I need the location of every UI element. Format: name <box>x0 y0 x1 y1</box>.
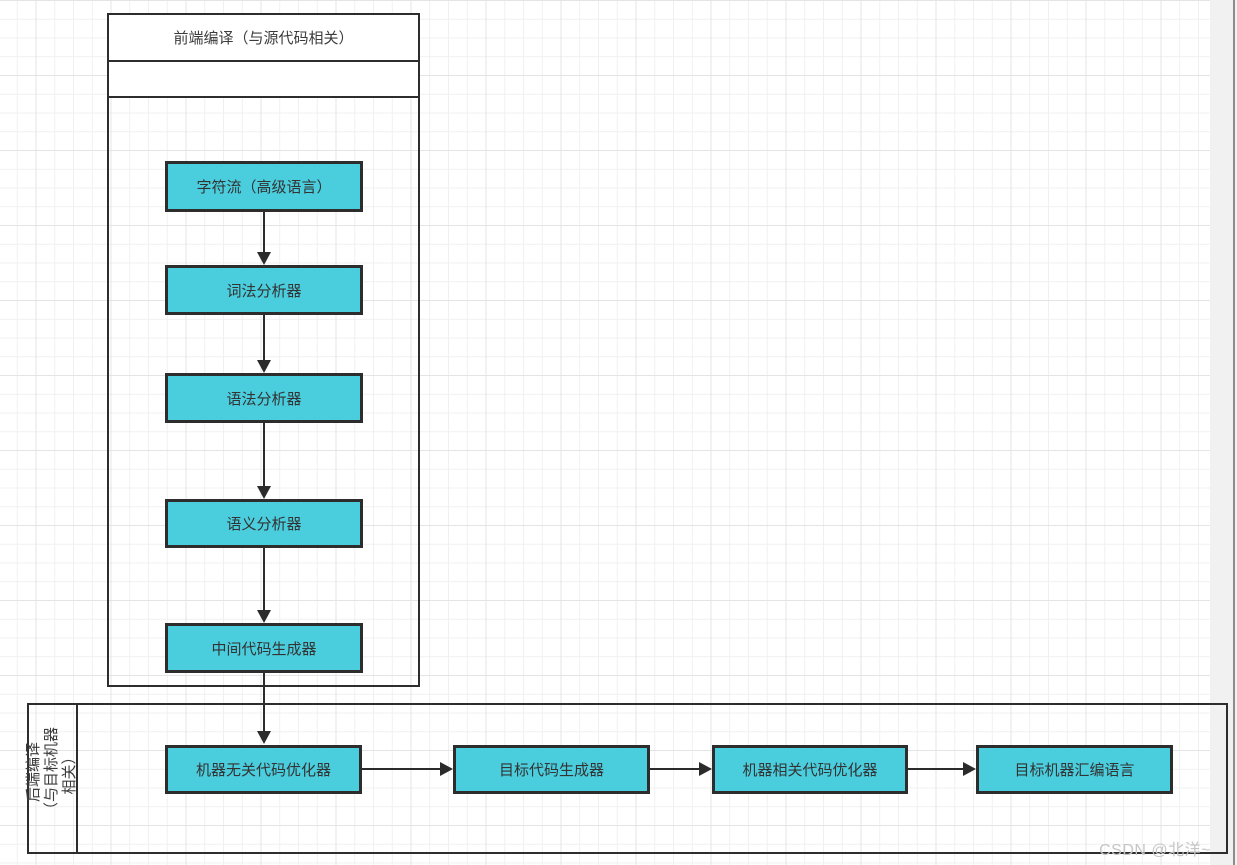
arrow-syntax-to-semantic <box>257 423 271 499</box>
back-end-container <box>27 703 1228 854</box>
arrow-shaft <box>262 423 266 486</box>
back-end-title-lane-divider <box>76 703 78 854</box>
node-syntax-analyzer: 语法分析器 <box>165 373 363 423</box>
front-end-title-box: 前端编译（与源代码相关） <box>107 13 420 62</box>
arrow-codegen-to-dependent-optimizer <box>650 762 712 776</box>
arrow-optimizer-to-assembly <box>908 762 976 776</box>
node-semantic-analyzer: 语义分析器 <box>165 499 363 548</box>
node-label: 目标代码生成器 <box>498 762 604 779</box>
canvas-right-edge-line <box>1233 0 1235 865</box>
arrow-head-down-icon <box>257 610 271 623</box>
node-label: 机器相关代码优化器 <box>742 762 878 779</box>
arrow-semantic-to-ir <box>257 548 271 623</box>
node-lexical-analyzer: 词法分析器 <box>165 265 363 315</box>
arrow-head-down-icon <box>257 360 271 373</box>
arrow-lexer-to-syntax <box>257 315 271 373</box>
node-label: 语义分析器 <box>226 516 302 533</box>
front-end-title: 前端编译（与源代码相关） <box>173 30 354 47</box>
arrow-shaft <box>262 548 266 610</box>
node-target-assembly-language: 目标机器汇编语言 <box>976 745 1173 794</box>
arrow-head-down-icon <box>257 252 271 265</box>
arrow-shaft <box>362 767 440 771</box>
node-label: 机器无关代码优化器 <box>195 762 331 779</box>
arrow-shaft <box>262 315 266 360</box>
node-label: 词法分析器 <box>226 282 302 300</box>
back-end-title: 后端编译 （与目标机器 相关） <box>25 727 78 818</box>
node-label: 字符流（高级语言） <box>196 179 332 196</box>
node-character-stream: 字符流（高级语言） <box>165 161 363 212</box>
arrow-shaft <box>262 673 266 731</box>
node-machine-dependent-optimizer: 机器相关代码优化器 <box>712 745 908 794</box>
node-label: 目标机器汇编语言 <box>1014 762 1135 779</box>
canvas-right-edge <box>1210 0 1237 865</box>
node-intermediate-code-generator: 中间代码生成器 <box>165 623 363 673</box>
arrow-head-down-icon <box>257 486 271 499</box>
arrow-shaft <box>262 212 266 252</box>
arrow-head-down-icon <box>257 731 271 744</box>
arrow-ir-to-backend <box>257 673 271 744</box>
node-label: 语法分析器 <box>226 390 302 408</box>
arrow-optimizer-to-codegen <box>362 762 453 776</box>
node-machine-independent-optimizer: 机器无关代码优化器 <box>165 745 362 794</box>
front-end-header-strip <box>107 60 420 98</box>
arrow-head-right-icon <box>699 762 712 776</box>
arrow-charstream-to-lexer <box>257 212 271 265</box>
arrow-head-right-icon <box>440 762 453 776</box>
node-target-code-generator: 目标代码生成器 <box>453 745 650 794</box>
node-label: 中间代码生成器 <box>211 640 317 658</box>
arrow-head-right-icon <box>963 762 976 776</box>
arrow-shaft <box>908 767 963 771</box>
arrow-shaft <box>650 767 699 771</box>
csdn-watermark: CSDN @北洋~ <box>1099 842 1211 859</box>
